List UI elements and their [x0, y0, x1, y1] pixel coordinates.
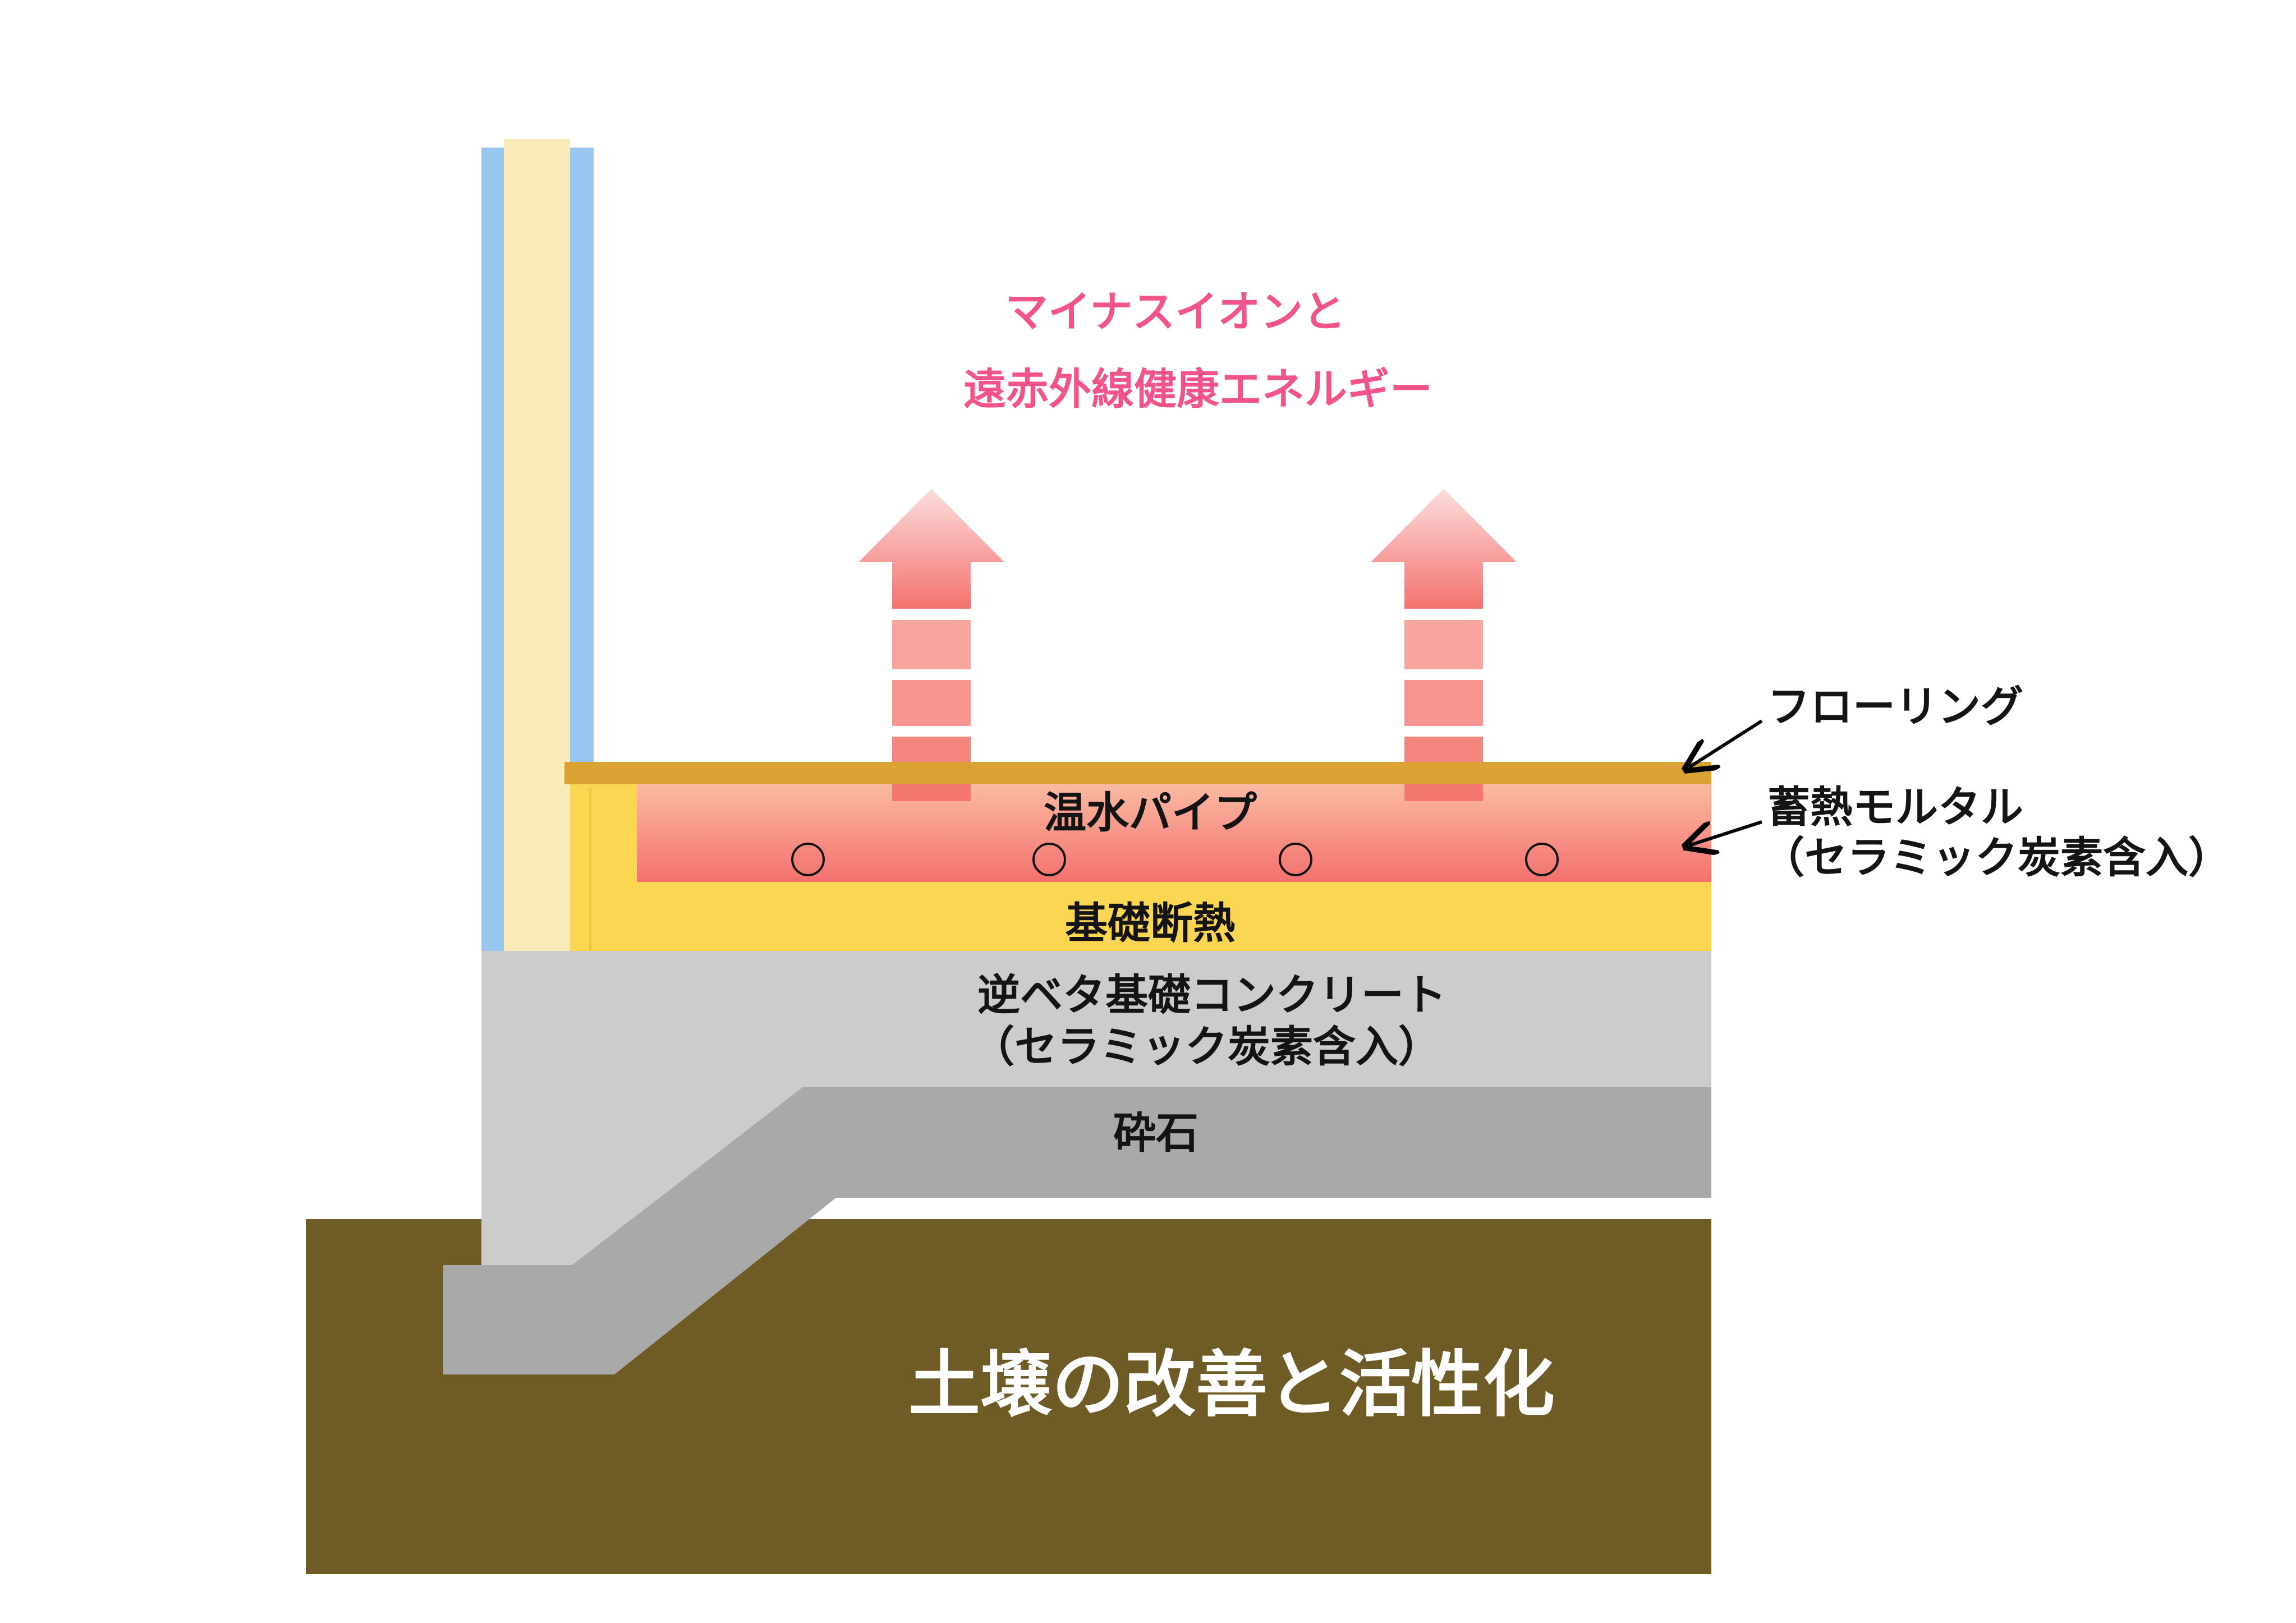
pipe-cross-section-icon	[1525, 843, 1559, 876]
leader-arrow-icon	[1689, 719, 1763, 767]
heat-rising-arrow-icon	[858, 489, 1004, 801]
pipe-cross-section-icon	[1279, 843, 1312, 876]
leader-arrow-icon	[1689, 820, 1762, 845]
flooring-layer	[564, 762, 1711, 784]
wall-core	[504, 139, 570, 951]
heat-rising-arrow-icon	[1371, 489, 1517, 801]
foundation-concrete	[481, 951, 1711, 1265]
label-foundation-concrete-line2: （セラミック炭素含入）	[972, 1022, 1441, 1072]
pipe-cross-section-icon	[1032, 843, 1066, 876]
headline-line2: 遠赤外線健康エネルギー	[963, 364, 1432, 414]
label-soil: 土壌の改善と活性化	[908, 1343, 1555, 1427]
label-foundation-concrete-line1: 逆ベタ基礎コンクリート	[977, 970, 1447, 1020]
label-heat-storage-line1: 蓄熱モルタル	[1767, 782, 2023, 832]
pipe-cross-section-icon	[791, 843, 825, 876]
label-gravel: 砕石	[1113, 1108, 1198, 1158]
heat-storage-mortar	[637, 783, 1711, 882]
label-flooring: フローリング	[1767, 682, 2023, 732]
label-heat-storage-line2: （セラミック炭素含入）	[1762, 833, 2231, 882]
headline-line1: マイナスイオンと	[1005, 287, 1346, 337]
gravel-layer	[443, 1087, 1711, 1374]
label-foundation-insulation: 基礎断熱	[1065, 898, 1236, 948]
label-hot-water-pipe: 温水パイプ	[1044, 788, 1257, 838]
wall-outer-left	[481, 148, 504, 951]
wall-outer-right	[570, 148, 594, 762]
